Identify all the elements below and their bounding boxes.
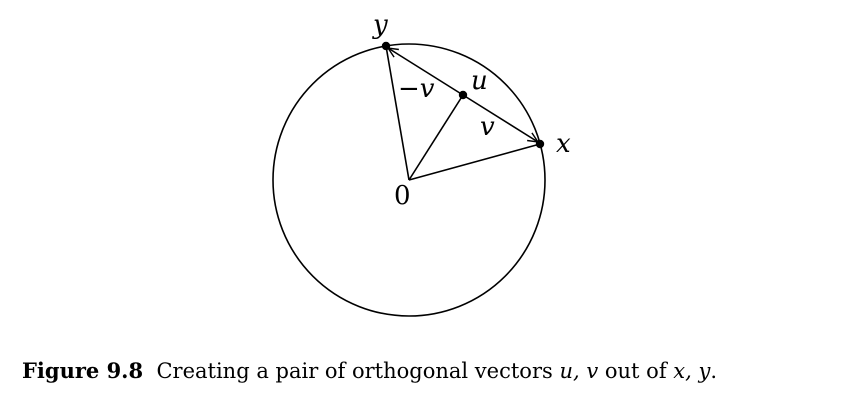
vector-u xyxy=(408,94,464,181)
vector-x xyxy=(408,143,541,181)
vector-v xyxy=(462,94,538,142)
caption-math-xy: x, y xyxy=(673,359,711,383)
figure-number: Figure 9.8 xyxy=(22,358,144,383)
caption-text-middle: out of xyxy=(604,359,667,383)
point-y xyxy=(381,41,391,51)
caption-text-before: Creating a pair of orthogonal vectors xyxy=(156,359,553,383)
label-u: u xyxy=(471,66,488,96)
label-origin: 0 xyxy=(394,181,411,211)
label-y: y xyxy=(372,10,388,40)
point-u xyxy=(458,90,468,100)
vector-neg-v xyxy=(388,48,464,96)
label-neg-v: −v xyxy=(398,74,435,104)
point-x xyxy=(535,139,545,149)
vector-y xyxy=(385,45,410,181)
orthogonal-vectors-diagram: y x u v −v 0 xyxy=(272,10,571,317)
caption-text-after: . xyxy=(710,359,718,383)
label-v: v xyxy=(480,112,495,142)
unit-circle xyxy=(272,43,546,317)
figure-caption: Figure 9.8 Creating a pair of orthogonal… xyxy=(22,357,852,385)
caption-math-uv: u, v xyxy=(559,359,599,383)
label-x: x xyxy=(556,129,571,159)
